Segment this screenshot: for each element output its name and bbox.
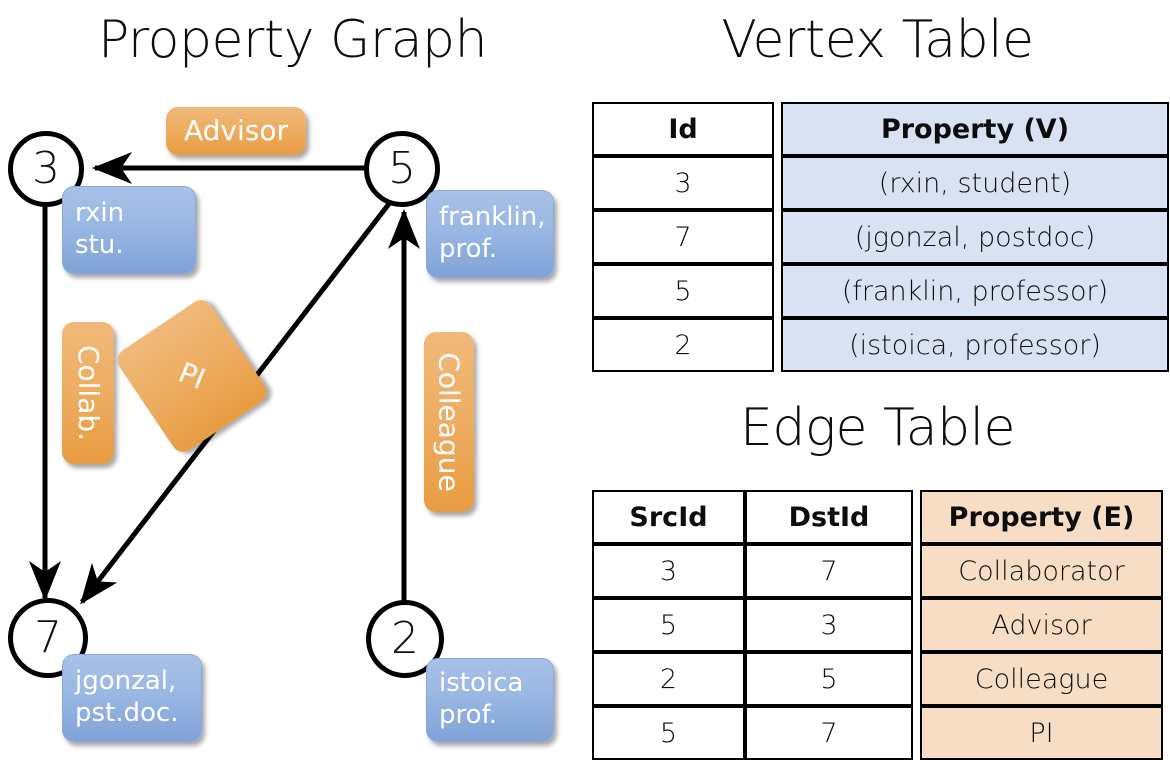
edge-table-cell-dstid: 7: [745, 544, 913, 598]
edge-table-cell-srcid: 5: [592, 706, 745, 760]
edge-label-advisor[interactable]: Advisor: [166, 107, 306, 155]
vertex-property-line-2: prof.: [439, 234, 498, 264]
vertex-property-box-jgonzal[interactable]: jgonzal, pst.doc.: [62, 654, 202, 742]
edge-table-header-dstid: DstId: [745, 490, 913, 544]
vertex-table-cell-property: (jgonzal, postdoc): [781, 210, 1169, 264]
vertex-table-cell-id: 3: [592, 156, 774, 210]
vertex-table-col-id: Id 3 7 5 2: [592, 102, 774, 372]
page-title-vertex-table: Vertex Table: [721, 10, 1034, 70]
edge-table-header-srcid: SrcId: [592, 490, 745, 544]
edge-table-cell-property: Collaborator: [920, 544, 1163, 598]
vertex-property-line-1: franklin,: [439, 202, 546, 233]
graph-node-5-label: 5: [388, 143, 416, 194]
edge-table-col-srcid: SrcId 3 5 2 5: [592, 490, 745, 760]
page-title-property-graph: Property Graph: [97, 10, 488, 70]
vertex-table-header-property: Property (V): [781, 102, 1169, 156]
vertex-table-cell-property: (rxin, student): [781, 156, 1169, 210]
vertex-property-line-1: rxin: [75, 198, 125, 229]
edge-table-cell-dstid: 5: [745, 652, 913, 706]
vertex-table-col-property: Property (V) (rxin, student) (jgonzal, p…: [781, 102, 1169, 372]
property-graph-diagram: 3 5 7 2 rxin stu. franklin, prof. jgonza…: [8, 107, 554, 742]
edge-table-cell-property: Advisor: [920, 598, 1163, 652]
vertex-property-box-istoica[interactable]: istoica prof.: [426, 658, 554, 742]
graph-node-5[interactable]: 5: [364, 131, 440, 207]
edge-table-cell-property: PI: [920, 706, 1163, 760]
edge-table-cell-dstid: 3: [745, 598, 913, 652]
vertex-table-cell-id: 7: [592, 210, 774, 264]
vertex-property-box-rxin[interactable]: rxin stu.: [62, 186, 196, 274]
edge-table-col-property: Property (E) Collaborator Advisor Collea…: [920, 490, 1163, 760]
edge-label-collab[interactable]: Collab.: [62, 322, 114, 464]
vertex-property-line-2: pst.doc.: [75, 698, 179, 728]
edge-table: SrcId 3 5 2 5 DstId 7 3 5 7 Property (E)…: [592, 490, 1163, 760]
edge-table-col-dstid: DstId 7 3 5 7: [745, 490, 913, 760]
vertex-table-column-gap: [774, 102, 781, 372]
vertex-table-cell-id: 2: [592, 318, 774, 372]
graph-node-7-label: 7: [34, 612, 62, 663]
edge-label-colleague[interactable]: Colleague: [424, 332, 474, 512]
edge-table-cell-srcid: 3: [592, 544, 745, 598]
edge-table-cell-srcid: 2: [592, 652, 745, 706]
vertex-table: Id 3 7 5 2 Property (V) (rxin, student) …: [592, 102, 1169, 372]
graph-node-3-label: 3: [32, 143, 60, 194]
edge-table-cell-dstid: 7: [745, 706, 913, 760]
graph-node-2-label: 2: [391, 613, 419, 664]
edge-table-cell-property: Colleague: [920, 652, 1163, 706]
edge-label-pi-text: PI: [174, 355, 211, 396]
vertex-property-line-1: jgonzal,: [75, 666, 177, 697]
vertex-table-cell-property: (franklin, professor): [781, 264, 1169, 318]
edge-label-advisor-text: Advisor: [183, 114, 288, 147]
vertex-property-box-franklin[interactable]: franklin, prof.: [426, 190, 554, 278]
vertex-property-line-1: istoica: [439, 668, 524, 699]
graph-node-2[interactable]: 2: [366, 600, 444, 678]
edge-table-cell-srcid: 5: [592, 598, 745, 652]
vertex-table-cell-id: 5: [592, 264, 774, 318]
edge-label-collab-text: Collab.: [72, 344, 106, 442]
edge-table-column-gap: [913, 490, 920, 760]
vertex-property-line-2: stu.: [75, 230, 124, 260]
vertex-table-header-id: Id: [592, 102, 774, 156]
vertex-property-line-2: prof.: [439, 700, 498, 730]
page-title-edge-table: Edge Table: [739, 398, 1016, 458]
edge-label-colleague-text: Colleague: [433, 352, 466, 492]
vertex-table-cell-property: (istoica, professor): [781, 318, 1169, 372]
edge-table-header-property: Property (E): [920, 490, 1163, 544]
